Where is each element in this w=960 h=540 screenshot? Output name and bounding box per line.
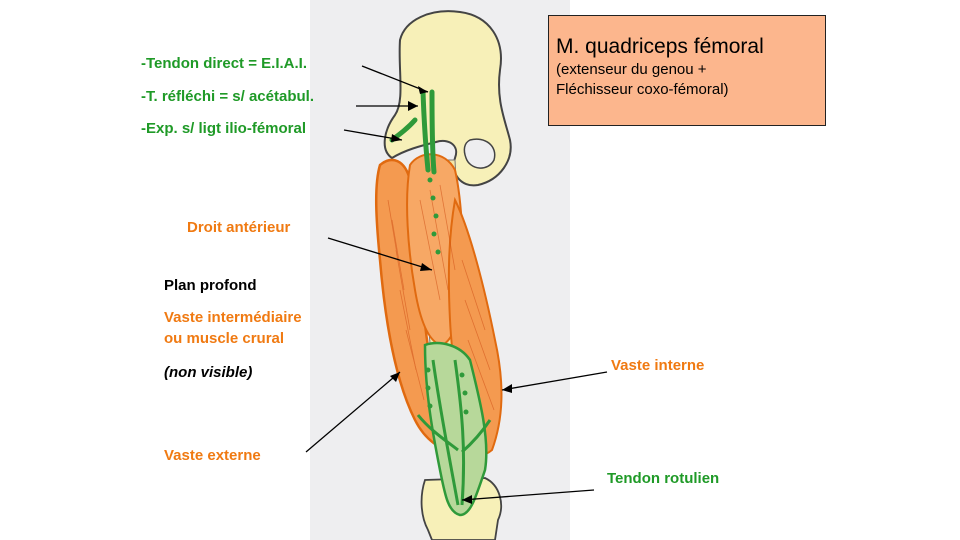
label-non-visible: (non visible) [164, 364, 253, 381]
label-vaste-intermediaire-2: ou muscle crural [164, 330, 285, 347]
title-box: M. quadriceps fémoral (extenseur du geno… [548, 15, 826, 126]
label-vaste-interne: Vaste interne [611, 357, 705, 374]
pelvis-obturator [463, 138, 496, 169]
tendon-dots [425, 177, 469, 415]
patellar-tendon-region [423, 341, 488, 517]
label-tendon-rotulien: Tendon rotulien [607, 470, 720, 487]
title-sub-1: (extenseur du genou + [556, 61, 707, 78]
label-droit-anterieur: Droit antérieur [187, 219, 291, 236]
label-tendon-reflechi: -T. réfléchi = s/ acétabul. [141, 88, 314, 105]
label-vaste-intermediaire-1: Vaste intermédiaire [164, 309, 302, 326]
label-vaste-externe: Vaste externe [164, 447, 261, 464]
title-sub-2: Fléchisseur coxo-fémoral) [556, 81, 729, 98]
label-plan-profond: Plan profond [164, 277, 257, 294]
muscle-fibers [387, 184, 495, 411]
label-expansion: -Exp. s/ ligt ilio-fémoral [141, 120, 307, 137]
title-main: M. quadriceps fémoral [556, 35, 764, 58]
tendon-lines [416, 359, 492, 506]
arrow-heads [390, 86, 512, 504]
label-tendon-direct: -Tendon direct = E.I.A.I. [141, 55, 307, 72]
